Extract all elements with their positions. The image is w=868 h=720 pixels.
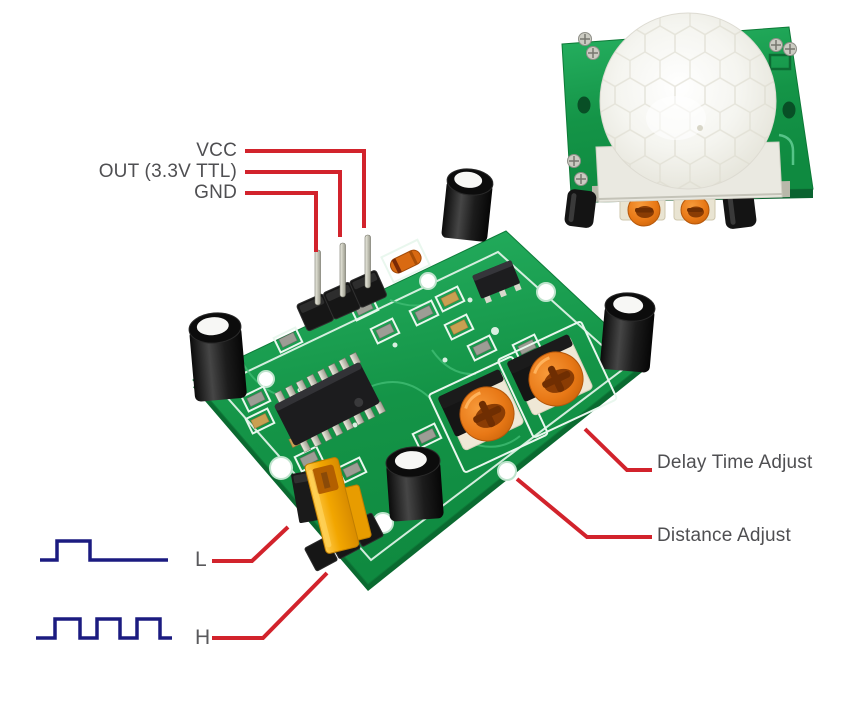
out-pin — [339, 242, 346, 298]
capacitor-top — [441, 168, 494, 242]
gnd-pin — [314, 249, 321, 306]
module-hole-left — [577, 96, 591, 114]
module-hole-right — [782, 101, 796, 119]
delay-time-adjust-label: Delay Time Adjust — [657, 452, 813, 473]
pir-module-photo — [561, 12, 814, 229]
mounting-holes — [257, 272, 556, 534]
callout-line-mode-l — [212, 525, 290, 563]
trim-pot-distance — [428, 356, 549, 473]
distance-adjust-label: Distance Adjust — [657, 525, 791, 546]
diode — [380, 238, 432, 284]
callout-line-delay — [583, 427, 652, 472]
gnd-label: GND — [194, 182, 237, 203]
square-wave-waveform-icon — [36, 617, 172, 640]
header-pins — [314, 234, 371, 306]
jumper-mode-l-label: L — [195, 548, 207, 571]
ic-chip — [274, 352, 386, 453]
trim-pot-delay — [497, 321, 618, 438]
capacitor-left — [188, 312, 247, 402]
capacitor-middle — [385, 446, 444, 522]
module-capacitor-left — [564, 189, 597, 228]
out-label: OUT (3.3V TTL) — [98, 161, 237, 182]
vcc-label: VCC — [196, 140, 237, 161]
callout-line-out — [245, 170, 342, 237]
fresnel-dome-lens — [599, 12, 777, 190]
callout-line-mode-h — [212, 571, 329, 640]
module-capacitor-right — [722, 189, 757, 229]
jumper-cap — [304, 457, 372, 554]
capacitor-right — [600, 292, 656, 373]
callout-line-vcc — [245, 149, 366, 228]
jumper-mode-h-label: H — [195, 626, 211, 649]
single-pulse-waveform-icon — [40, 539, 168, 562]
smd-components — [240, 285, 543, 484]
pin-header — [296, 270, 387, 332]
callout-line-gnd — [245, 191, 318, 252]
transistor — [472, 260, 522, 304]
callout-line-distance — [515, 477, 652, 539]
module-screws — [567, 32, 797, 186]
main-board-photo — [188, 168, 656, 591]
vcc-pin — [364, 234, 371, 289]
module-pot-right — [673, 193, 716, 225]
